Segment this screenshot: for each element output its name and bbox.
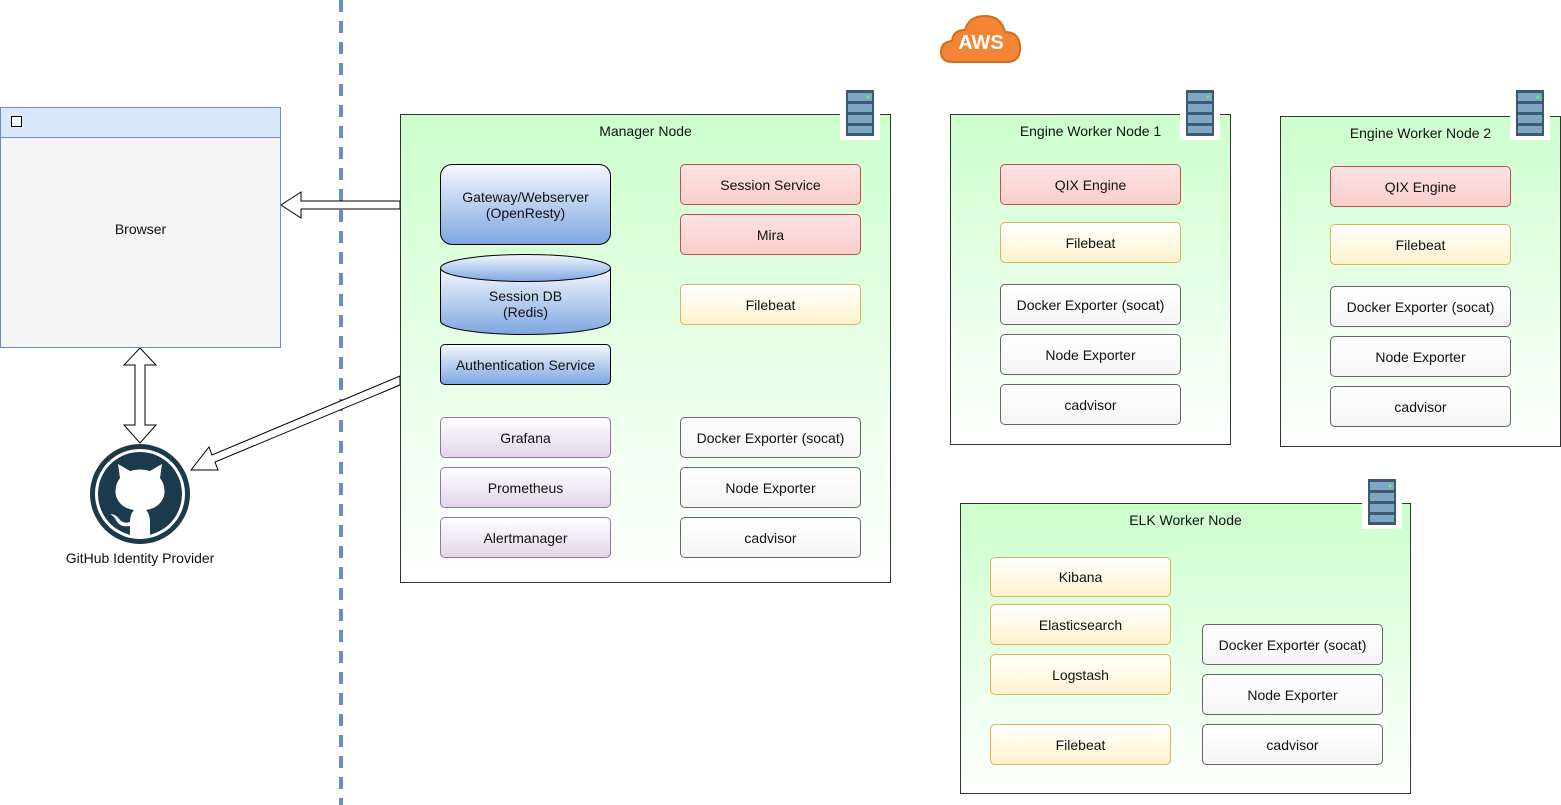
engine1-node-exporter: Node Exporter [1000,334,1181,375]
session-db-cylinder [440,254,611,335]
engine1-filebeat-label: Filebeat [1065,234,1116,251]
authentication-service: Authentication Service [440,344,611,385]
elk-kibana-label: Kibana [1058,569,1103,585]
manager-docker-exporter-label: Docker Exporter (socat) [696,429,845,446]
elk-kibana: Kibana [990,557,1171,597]
manager-to-browser-arrow [280,191,401,219]
elk-docker-exporter-label: Docker Exporter (socat) [1218,636,1367,653]
session-db-label: Session DB (Redis) [488,288,563,320]
elk-filebeat-label: Filebeat [1055,736,1106,753]
server-rack-icon [840,90,880,140]
github-label: GitHub Identity Provider [65,550,215,566]
engine2-node-exporter-label: Node Exporter [1375,348,1466,365]
engine2-node-exporter: Node Exporter [1330,336,1511,377]
gateway-label: Gateway/Webserver (OpenResty) [462,188,589,221]
manager-docker-exporter: Docker Exporter (socat) [680,417,861,458]
window-checkbox-icon [11,116,22,127]
engine2-docker-exporter-label: Docker Exporter (socat) [1346,298,1495,315]
engine1-title: Engine Worker Node 1 [1019,123,1162,139]
engine1-docker-exporter-label: Docker Exporter (socat) [1016,296,1165,313]
manager-node-title: Manager Node [599,123,692,139]
gateway-service: Gateway/Webserver (OpenResty) [440,164,611,245]
engine1-docker-exporter: Docker Exporter (socat) [1000,284,1181,325]
manager-filebeat-label: Filebeat [745,296,796,313]
engine1-qix-label: QIX Engine [1054,176,1127,193]
elk-title: ELK Worker Node [1129,512,1242,528]
engine2-qix: QIX Engine [1330,166,1511,207]
manager-cadvisor-label: cadvisor [744,529,797,546]
elk-filebeat: Filebeat [990,724,1171,765]
server-rack-icon [1180,90,1220,140]
authentication-label: Authentication Service [455,356,596,373]
engine2-docker-exporter: Docker Exporter (socat) [1330,286,1511,327]
manager-cadvisor: cadvisor [680,517,861,558]
engine2-filebeat-label: Filebeat [1395,236,1446,253]
browser-titlebar [1,108,280,138]
session-service: Session Service [680,164,861,205]
engine2-title: Engine Worker Node 2 [1349,125,1492,141]
aws-label: AWS [958,32,1004,54]
elk-docker-exporter: Docker Exporter (socat) [1202,624,1383,665]
manager-node-exporter: Node Exporter [680,467,861,508]
browser-window: Browser [0,107,281,348]
elk-cadvisor: cadvisor [1202,724,1383,765]
prometheus-label: Prometheus [487,479,564,496]
elk-elasticsearch-label: Elasticsearch [1038,616,1123,633]
mira-service: Mira [680,214,861,255]
engine2-cadvisor-label: cadvisor [1394,398,1447,415]
engine1-cadvisor-label: cadvisor [1064,396,1117,413]
engine1-filebeat: Filebeat [1000,222,1181,263]
engine2-qix-label: QIX Engine [1384,178,1457,195]
server-rack-icon [1362,479,1402,529]
elk-node-exporter: Node Exporter [1202,674,1383,715]
elk-logstash-label: Logstash [1052,666,1109,683]
browser-label: Browser [114,221,167,237]
engine2-cadvisor: cadvisor [1330,386,1511,427]
elk-node-exporter-label: Node Exporter [1247,686,1338,703]
elk-elasticsearch: Elasticsearch [990,604,1171,645]
engine1-qix: QIX Engine [1000,164,1181,205]
manager-node-exporter-label: Node Exporter [725,479,816,496]
engine1-cadvisor: cadvisor [1000,384,1181,425]
elk-cadvisor-label: cadvisor [1266,736,1319,753]
elk-logstash: Logstash [990,654,1171,695]
browser-github-double-arrow [122,347,158,444]
session-service-label: Session Service [720,176,821,193]
mira-label: Mira [756,226,785,243]
aws-cloud-icon [939,14,1022,63]
prometheus-service: Prometheus [440,467,611,508]
manager-filebeat: Filebeat [680,284,861,325]
manager-to-github-arrow [189,375,401,471]
alertmanager-service: Alertmanager [440,517,611,558]
engine1-node-exporter-label: Node Exporter [1045,346,1136,363]
github-octocat-icon [90,444,190,544]
alertmanager-label: Alertmanager [483,529,568,546]
grafana-service: Grafana [440,417,611,458]
engine2-filebeat: Filebeat [1330,224,1511,265]
grafana-label: Grafana [500,429,551,446]
server-rack-icon [1510,90,1550,140]
